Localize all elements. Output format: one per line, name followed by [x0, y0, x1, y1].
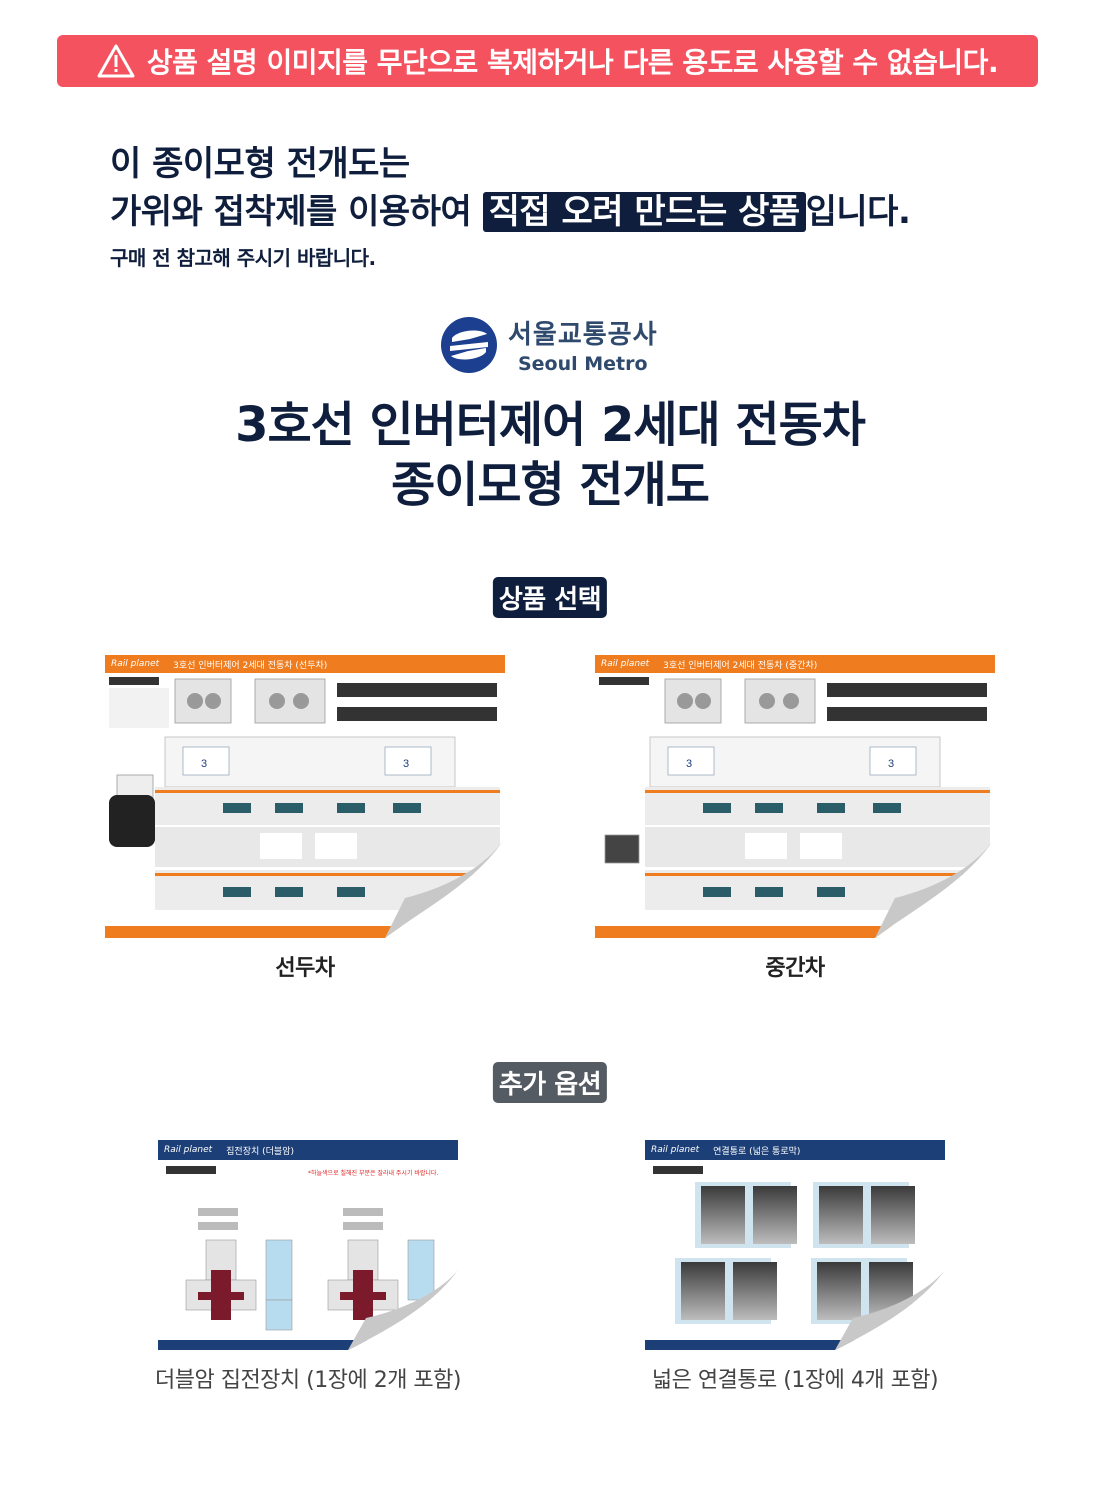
section-options-label: 추가 옵션 [492, 1062, 608, 1103]
page-curl-icon [835, 1270, 945, 1350]
intro-line-2-pre: 가위와 접착제를 이용하여 [110, 192, 483, 232]
sheet-header-bar: Rail planet 3호선 인버터제어 2세대 전동차 (중간차) [595, 655, 995, 673]
svg-text:3: 3 [403, 758, 409, 770]
warning-triangle-icon [97, 44, 135, 78]
option-sheet-pantograph[interactable]: Rail planet 집전장치 (더블암) *하늘색으로 칠해진 부분은 잘라… [158, 1140, 458, 1350]
sheet-header-text: 3호선 인버터제어 2세대 전동차 (중간차) [663, 660, 818, 671]
page-curl-icon [385, 838, 505, 938]
page-title: 3호선 인버터제어 2세대 전동차 종이모형 전개도 [0, 395, 1100, 515]
sheet-brand: Rail planet [651, 1145, 700, 1155]
sheet-header-bar: Rail planet 3호선 인버터제어 2세대 전동차 (선두차) [105, 655, 505, 673]
seoul-metro-emblem-icon [441, 316, 497, 373]
warning-text: 상품 설명 이미지를 무단으로 복제하거나 다른 용도로 사용할 수 없습니다. [146, 46, 999, 79]
seoul-metro-logo: 서울교통공사 Seoul Metro [440, 314, 658, 375]
pantograph-net-drawing [166, 1166, 435, 1331]
product-sheet-middle-car[interactable]: Rail planet 3호선 인버터제어 2세대 전동차 (중간차) 3 3 [595, 655, 995, 938]
option-caption-gangway: 넓은 연결통로 (1장에 4개 포함) [651, 1368, 939, 1393]
svg-text:3: 3 [201, 758, 207, 770]
product-sheet-head-car[interactable]: Rail planet 3호선 인버터제어 2세대 전동차 (선두차) 3 3 [105, 655, 505, 938]
warning-banner: 상품 설명 이미지를 무단으로 복제하거나 다른 용도로 사용할 수 없습니다. [57, 35, 1038, 87]
logo-text: 서울교통공사 Seoul Metro [508, 314, 658, 375]
train-net-drawing: 3 3 [599, 677, 990, 910]
page-curl-icon [348, 1270, 458, 1350]
product-caption-middle-car: 중간차 [765, 956, 825, 981]
sheet-header-bar: Rail planet 집전장치 (더블암) [158, 1140, 458, 1160]
sheet-header-text: 연결통로 (넓은 통로막) [713, 1146, 801, 1157]
logo-name-ko: 서울교통공사 [508, 320, 658, 350]
sheet-note: *하늘색으로 칠해진 부분은 잘라내 주시기 바랍니다. [308, 1170, 439, 1177]
sheet-header-bar: Rail planet 연결통로 (넓은 통로막) [645, 1140, 945, 1160]
sheet-brand: Rail planet [111, 659, 160, 669]
section-products-label: 상품 선택 [492, 577, 608, 618]
intro-line-1: 이 종이모형 전개도는 [110, 144, 410, 184]
sheet-brand: Rail planet [601, 659, 650, 669]
svg-text:3: 3 [888, 758, 894, 770]
intro-note: 구매 전 참고해 주시기 바랍니다. [110, 246, 376, 270]
logo-name-en: Seoul Metro [517, 353, 648, 375]
page-title-line-1: 3호선 인버터제어 2세대 전동차 [235, 397, 866, 453]
option-caption-pantograph: 더블암 집전장치 (1장에 2개 포함) [154, 1368, 462, 1393]
svg-text:3: 3 [686, 758, 692, 770]
intro-highlight: 직접 오려 만드는 상품 [482, 192, 806, 232]
option-sheet-gangway[interactable]: Rail planet 연결통로 (넓은 통로막) [645, 1140, 945, 1350]
product-caption-head-car: 선두차 [275, 956, 335, 981]
page-curl-icon [875, 838, 995, 938]
page-title-line-2: 종이모형 전개도 [391, 457, 710, 513]
sheet-header-text: 집전장치 (더블암) [226, 1146, 294, 1157]
sheet-header-text: 3호선 인버터제어 2세대 전동차 (선두차) [173, 660, 328, 671]
sheet-footer-bar [158, 1340, 458, 1350]
sheet-brand: Rail planet [164, 1145, 213, 1155]
train-net-drawing: 3 3 [109, 677, 500, 910]
sheet-footer-bar [645, 1340, 945, 1350]
intro-line-2-post: 입니다. [805, 192, 911, 232]
